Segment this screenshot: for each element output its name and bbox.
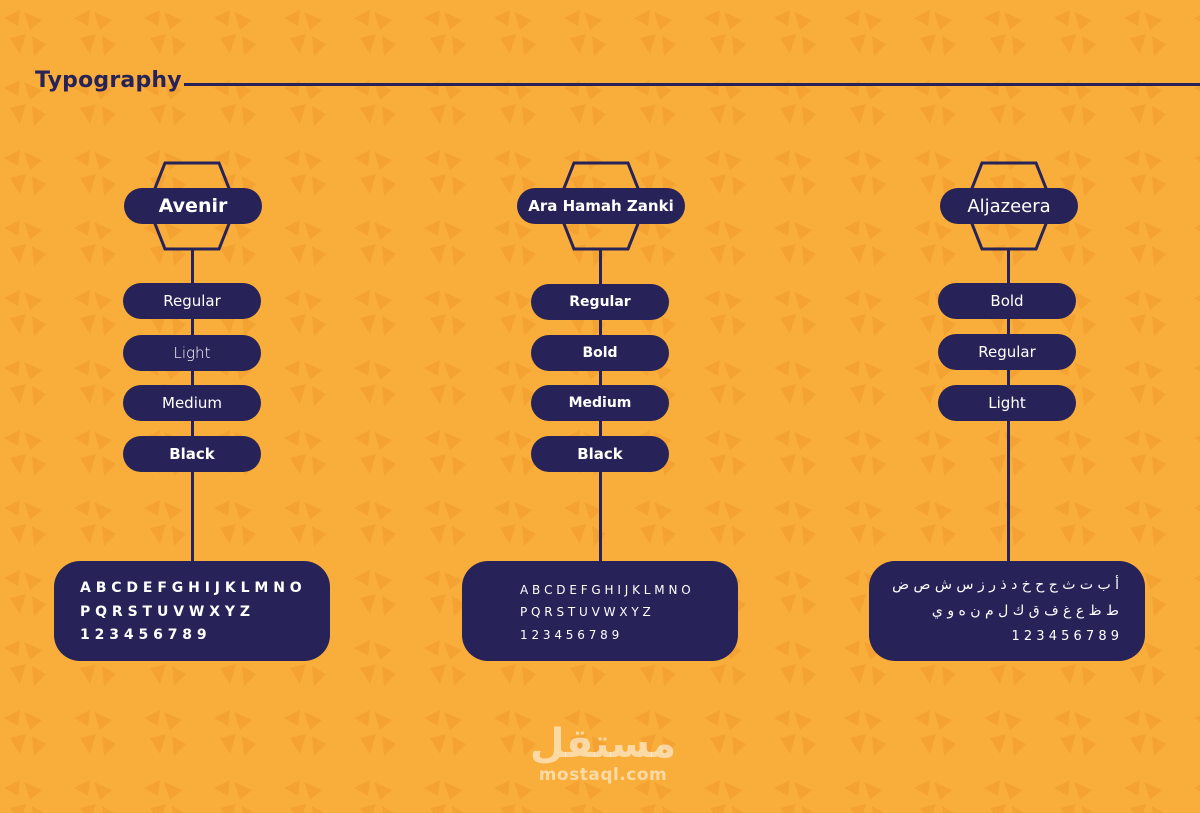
- weight-label: Light: [123, 335, 261, 371]
- sample-arabic-2: ط ظ ع غ ف ق ك ل م ن ه و ي: [931, 603, 1119, 619]
- page-title: Typography: [35, 68, 182, 93]
- weight-label: Bold: [531, 335, 669, 371]
- sample-digits: 1 2 3 4 5 6 7 8 9: [1011, 629, 1120, 644]
- character-sample-box: أ ب ت ث ج ح خ د ذ ر ز س ش ص ض ط ظ ع غ ف …: [869, 561, 1145, 661]
- sample-digits: 1 2 3 4 5 6 7 8 9: [520, 628, 620, 642]
- watermark-url: mostaql.com: [538, 765, 668, 785]
- watermark-logo-text: مستقل: [529, 721, 677, 767]
- sample-uppercase-1: A B C D E F G H I J K L M N O: [520, 583, 691, 597]
- sample-uppercase-1: A B C D E F G H I J K L M N O: [80, 580, 302, 596]
- weight-label: Regular: [123, 283, 261, 319]
- font-name-badge: Aljazeera: [940, 188, 1078, 224]
- sample-uppercase-2: P Q R S T U V W X Y Z: [80, 604, 251, 620]
- sample-uppercase-2: P Q R S T U V W X Y Z: [520, 605, 651, 619]
- weight-label: Black: [531, 436, 669, 472]
- weight-label: Medium: [123, 385, 261, 421]
- character-sample-box: A B C D E F G H I J K L M N O P Q R S T …: [54, 561, 330, 661]
- character-sample-box: A B C D E F G H I J K L M N O P Q R S T …: [462, 561, 738, 661]
- weight-label: Regular: [531, 284, 669, 320]
- weight-label: Light: [938, 385, 1076, 421]
- font-name-badge: Ara Hamah Zanki: [517, 188, 685, 224]
- weight-label: Regular: [938, 334, 1076, 370]
- weight-label: Medium: [531, 385, 669, 421]
- weight-label: Bold: [938, 283, 1076, 319]
- weight-label: Black: [123, 436, 261, 472]
- sample-digits: 1 2 3 4 5 6 7 8 9: [80, 627, 207, 643]
- font-name-badge: Avenir: [124, 188, 262, 224]
- header-divider: [184, 83, 1200, 86]
- watermark: مستقل mostaql.com: [528, 722, 678, 784]
- sample-arabic-1: أ ب ت ث ج ح خ د ذ ر ز س ش ص ض: [892, 577, 1119, 593]
